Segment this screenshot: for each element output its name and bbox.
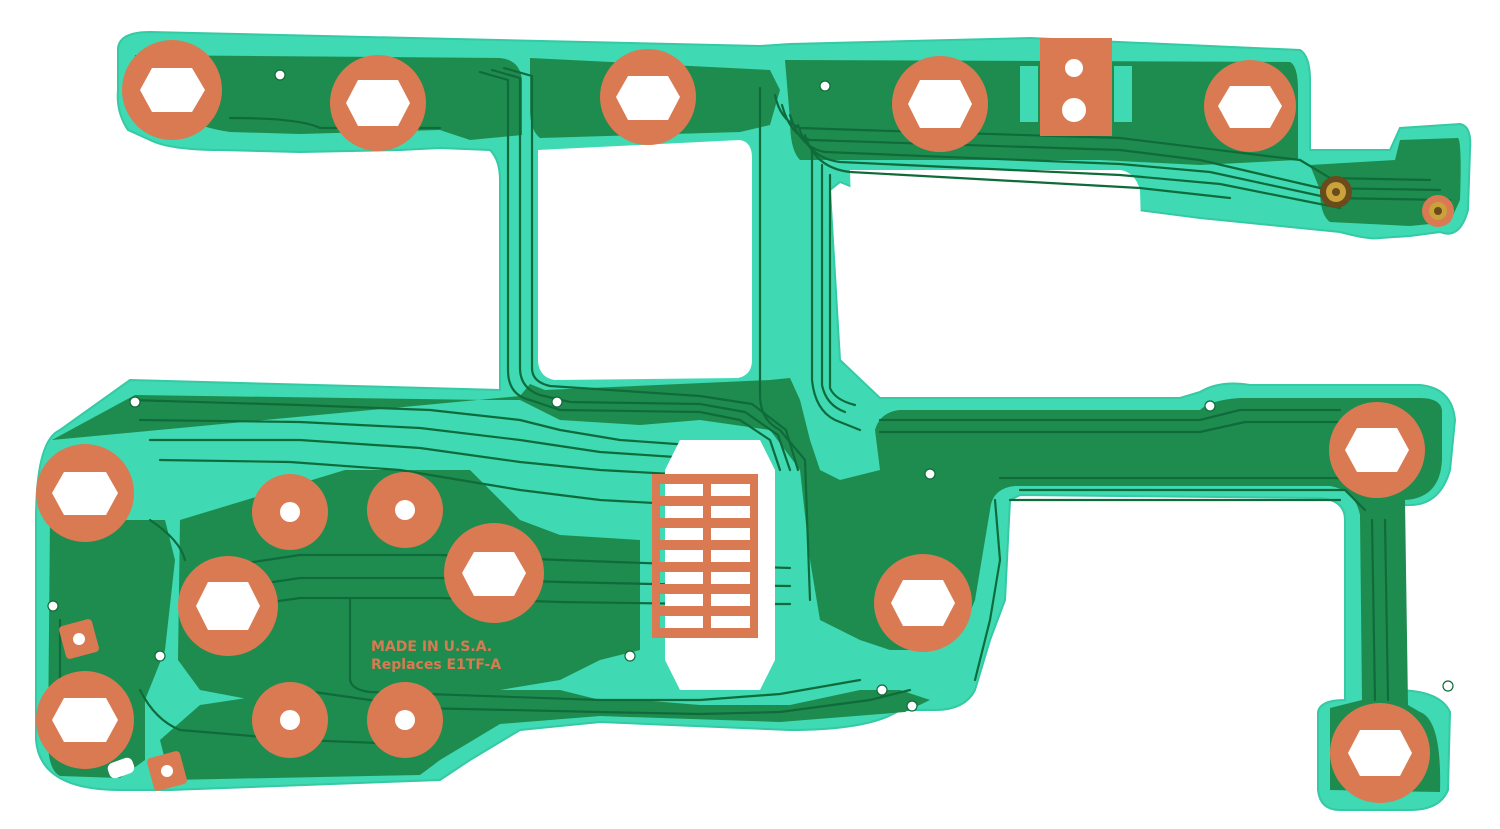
board-cutouts (538, 140, 1145, 382)
ground-pad (1020, 38, 1132, 136)
board-marking: MADE IN U.S.A. Replaces E1TF-A (362, 632, 512, 676)
brass-terminals (1320, 176, 1454, 227)
screw-pads (252, 472, 443, 758)
mounting-holes (47, 69, 1454, 712)
connector-fingers (652, 440, 775, 690)
small-pads (59, 619, 187, 791)
marking-line-2: Replaces E1TF-A (371, 657, 501, 673)
bulb-socket-pads (36, 40, 1430, 803)
marking-line-1: MADE IN U.S.A. (371, 639, 492, 655)
